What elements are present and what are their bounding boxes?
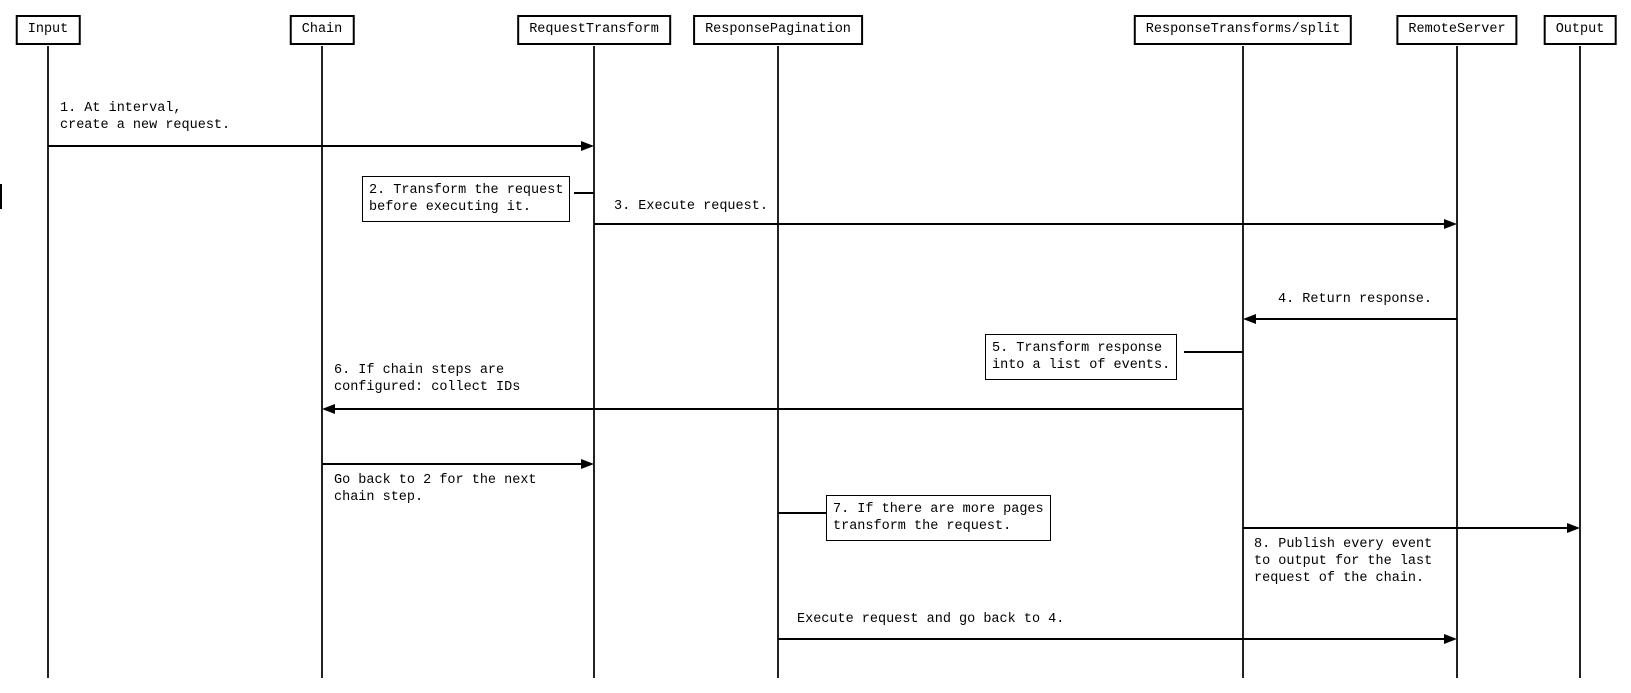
lifeline-input: [47, 46, 49, 678]
screen-edge-artifact: [0, 184, 2, 209]
message-3-label: 3. Execute request.: [614, 198, 768, 215]
participant-box-remote-server: RemoteServer: [1396, 15, 1518, 45]
arrowhead-right-icon: [1444, 219, 1457, 229]
note-7-connector: [778, 512, 826, 514]
message-goback2-label: Go back to 2 for the next chain step.: [334, 472, 537, 506]
message-execute-label-line1: Execute request and go back to 4.: [797, 612, 1065, 627]
participant-box-chain: Chain: [289, 15, 355, 45]
lifeline-chain: [321, 46, 323, 678]
message-4-label-line1: 4. Return response.: [1278, 292, 1432, 307]
message-1-label: 1. At interval, create a new request.: [60, 100, 230, 134]
message-6-label-line2: configured: collect IDs: [334, 380, 521, 395]
message-1-label-line2: create a new request.: [60, 118, 231, 133]
message-execute-label: Execute request and go back to 4.: [797, 611, 1064, 628]
message-8-label-line3: request of the chain.: [1254, 571, 1425, 586]
note-7-line2: transform the request.: [833, 519, 1012, 534]
lifeline-remote-server: [1456, 46, 1458, 678]
note-2-connector: [574, 192, 594, 194]
participant-box-input: Input: [15, 15, 81, 45]
participant-box-output: Output: [1543, 15, 1617, 45]
note-7-box: 7. If there are more pages transform the…: [826, 495, 1051, 541]
message-1-label-line1: 1. At interval,: [60, 101, 182, 116]
note-5-line2: into a list of events.: [992, 358, 1171, 373]
message-6-label-line1: 6. If chain steps are: [334, 363, 505, 378]
note-5-connector: [1184, 351, 1243, 353]
note-5-line1: 5. Transform response: [992, 341, 1163, 356]
arrowhead-right-icon: [581, 459, 594, 469]
message-goback2-label-line2: chain step.: [334, 490, 424, 505]
participant-box-response-transforms: ResponseTransforms/split: [1133, 15, 1353, 45]
participant-box-response-pagination: ResponsePagination: [693, 15, 863, 45]
message-3-line: [594, 223, 1445, 225]
note-2-line1: 2. Transform the request: [369, 183, 564, 198]
message-goback2-label-line1: Go back to 2 for the next: [334, 473, 537, 488]
arrowhead-right-icon: [1444, 634, 1457, 644]
note-5-box: 5. Transform response into a list of eve…: [985, 334, 1178, 380]
note-2-box: 2. Transform the request before executin…: [362, 176, 571, 222]
message-8-label: 8. Publish every event to output for the…: [1254, 536, 1432, 587]
message-8-label-line1: 8. Publish every event: [1254, 537, 1433, 552]
lifeline-response-pagination: [777, 46, 779, 678]
note-7-line1: 7. If there are more pages: [833, 502, 1044, 517]
participant-box-request-transform: RequestTransform: [517, 15, 671, 45]
lifeline-output: [1579, 46, 1581, 678]
message-1-line: [48, 145, 582, 147]
message-goback2-line: [322, 463, 582, 465]
message-3-label-line1: 3. Execute request.: [614, 199, 768, 214]
message-8-line: [1243, 527, 1568, 529]
message-6-line: [333, 408, 1243, 410]
message-4-line: [1254, 318, 1457, 320]
arrowhead-left-icon: [322, 404, 335, 414]
arrowhead-left-icon: [1243, 314, 1256, 324]
lifeline-request-transform: [593, 46, 595, 678]
message-4-label: 4. Return response.: [1278, 291, 1432, 308]
arrowhead-right-icon: [581, 141, 594, 151]
lifeline-response-transforms: [1242, 46, 1244, 678]
note-2-line2: before executing it.: [369, 200, 532, 215]
message-6-label: 6. If chain steps are configured: collec…: [334, 362, 520, 396]
arrowhead-right-icon: [1567, 523, 1580, 533]
message-execute-line: [778, 638, 1445, 640]
message-8-label-line2: to output for the last: [1254, 554, 1433, 569]
